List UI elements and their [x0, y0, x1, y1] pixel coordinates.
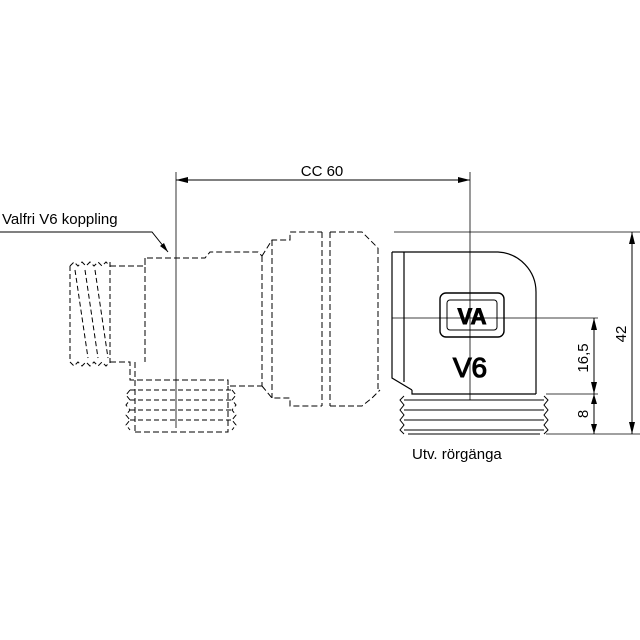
- coupling-lower-thread: [125, 389, 237, 431]
- coupling-callout: Valfri V6 koppling: [0, 211, 169, 253]
- middle-nut: [261, 231, 381, 407]
- height-16-5-label: 16,5: [575, 343, 592, 372]
- v6-body: [391, 251, 537, 395]
- left-coupling: [69, 251, 263, 433]
- coupling-note: Valfri V6 koppling: [2, 211, 118, 228]
- height-42-label: 42: [613, 326, 630, 343]
- outlet-thread-note: Utv. rörgänga: [412, 446, 502, 463]
- left-thread: [69, 261, 111, 367]
- va-logo-text: VA: [458, 304, 487, 329]
- height-16-5-dimension: 16,5: [575, 318, 597, 394]
- extension-lines: [175, 172, 640, 435]
- va-logo: VA: [439, 292, 505, 338]
- cc-dimension: CC 60: [176, 163, 470, 183]
- height-42-dimension: 42: [613, 232, 635, 434]
- height-8-dimension: 8: [575, 394, 597, 434]
- height-8-label: 8: [575, 410, 592, 418]
- outlet-thread: [399, 395, 549, 435]
- cc-dimension-label: CC 60: [301, 163, 344, 180]
- coupling-body: [110, 251, 263, 433]
